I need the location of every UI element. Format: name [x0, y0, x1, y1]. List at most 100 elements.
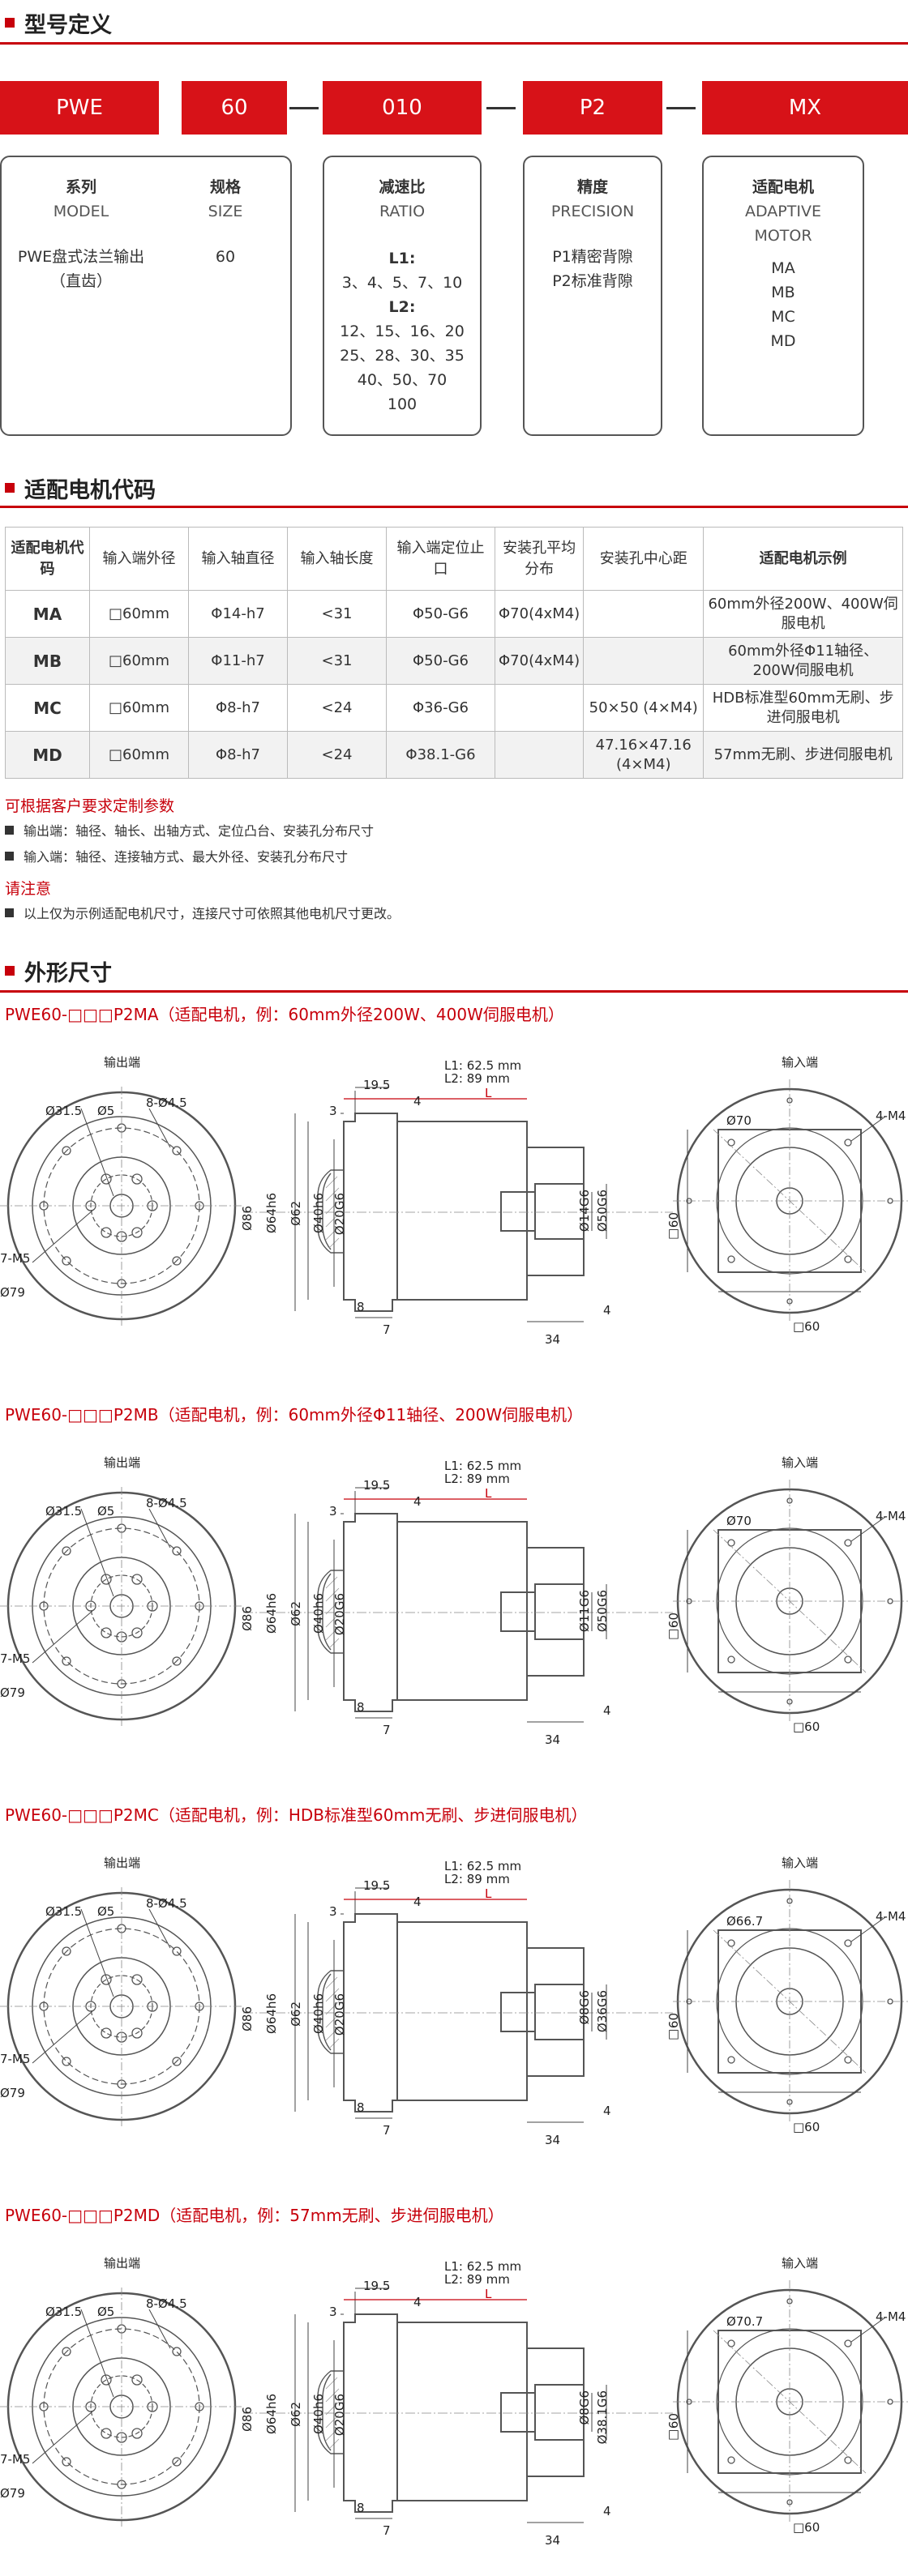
dim-7: 7	[383, 1723, 391, 1737]
dim-L: L	[485, 1886, 492, 1901]
table-cell: Φ38.1-G6	[386, 731, 495, 779]
code-separator	[289, 107, 319, 109]
output-holes	[85, 1974, 158, 2043]
dim-3: 3	[329, 1904, 337, 1919]
housing-outline	[343, 1513, 585, 1712]
input-end-label: 输入端	[782, 1856, 819, 1870]
dim-4m4: 4-M4	[876, 1109, 906, 1123]
box-value: 25、28、30、35	[340, 347, 465, 365]
table-cell: 60mm外径Φ11轴径、200W伺服电机	[703, 637, 903, 685]
section-title: 适配电机代码	[24, 477, 156, 503]
dim-4: 4	[413, 1094, 422, 1109]
output-flange-section	[317, 1169, 344, 1254]
table-row: MA □60mm Φ14-h7 <31 Φ50-G6 Φ70(4xM4) 60m…	[5, 590, 903, 638]
housing-outline	[343, 2313, 585, 2513]
leader-line	[32, 1610, 93, 1664]
box-title-cn: 适配电机	[752, 178, 814, 196]
dim-4: 4	[413, 1895, 422, 1909]
box-title-cn: 系列	[65, 178, 96, 196]
dim-L: L	[485, 2287, 492, 2301]
leader-line	[32, 2010, 93, 2064]
model-box-precision: 精度 PRECISION P1精密背隙 P2标准背隙	[523, 156, 662, 436]
dim-19-5: 19.5	[363, 2279, 391, 2293]
dim-sq60-vertical: □60	[666, 1212, 681, 1243]
table-row: MC □60mm Φ8-h7 <24 Φ36-G6 50×50 (4×M4) H…	[5, 684, 903, 732]
leader-line	[850, 1516, 886, 1542]
dim-l2: L2: 89 mm	[444, 1472, 510, 1486]
dim-20: Ø20G6	[332, 1593, 347, 1636]
leader-line	[80, 1908, 114, 1997]
dim-pilot: Ø50G6	[595, 1190, 610, 1232]
dim-pilot: Ø38.1G6	[595, 2390, 610, 2445]
dim-64: Ø64h6	[264, 1993, 279, 2034]
example-title: PWE60-□□□P2MC（适配电机，例：HDB标准型60mm无刷、步进伺服电机…	[5, 1805, 588, 1825]
side-section-view	[243, 1487, 673, 1723]
dim-31-5: Ø31.5	[45, 1904, 83, 1919]
dim-7: 7	[383, 2523, 391, 2538]
table-cell: □60mm	[89, 637, 189, 685]
dim-62: Ø62	[289, 1201, 303, 1226]
dim-L: L	[485, 1086, 492, 1100]
table-cell: □60mm	[89, 590, 189, 638]
dim-7m5: 7-M5	[0, 1251, 31, 1266]
dim-62: Ø62	[289, 1601, 303, 1626]
model-code-size: 60	[182, 81, 287, 135]
model-code-precision: P2	[523, 81, 662, 135]
dim-64: Ø64h6	[264, 2394, 279, 2434]
table-cell: 47.16×47.16 (4×M4)	[583, 731, 705, 779]
dim-shaft: Ø11G6	[577, 1590, 592, 1633]
dim-8: 8	[357, 2501, 365, 2515]
dim-62: Ø62	[289, 2402, 303, 2427]
note-text: 输出端：轴径、轴长、出轴方式、定位凸台、安装孔分布尺寸	[24, 823, 375, 839]
dim-8x4-5: 8-Ø4.5	[146, 1096, 187, 1110]
leader-line	[148, 1508, 171, 1549]
box-value: 12、15、16、20	[340, 323, 465, 340]
housing-outline	[343, 1913, 585, 2112]
section-marker	[5, 966, 15, 976]
side-section-view	[243, 1887, 673, 2123]
leader-line	[32, 2411, 93, 2464]
dim-40: Ø40h6	[311, 1193, 326, 1233]
dim-l1: L1: 62.5 mm	[444, 1459, 522, 1473]
dim-19-5: 19.5	[363, 1078, 391, 1092]
box-value: 60	[215, 248, 236, 266]
output-end-label: 输出端	[104, 1856, 141, 1870]
dim-79: Ø79	[0, 2486, 25, 2501]
box-value: MD	[770, 332, 796, 350]
dim-19-5: 19.5	[363, 1878, 391, 1893]
box-value: L1:	[388, 250, 416, 267]
dim-34: 34	[545, 2133, 561, 2147]
dim-sq60: □60	[793, 2520, 820, 2535]
table-header: 输入端定位止口	[386, 527, 495, 591]
dim-4: 4	[413, 1494, 422, 1509]
output-end-view	[0, 1087, 243, 1326]
dim-8: 8	[357, 2100, 365, 2115]
section-marker	[5, 483, 15, 493]
table-cell: 50×50 (4×M4)	[583, 684, 705, 732]
dim-4b: 4	[603, 1303, 611, 1318]
dim-pcd: Ø70	[726, 1113, 752, 1128]
table-header: 适配电机代码	[5, 527, 90, 591]
custom-note-title: 可根据客户要求定制参数	[5, 797, 175, 815]
leader-line	[850, 1116, 886, 1142]
dim-4m4: 4-M4	[876, 1909, 906, 1924]
dim-l1: L1: 62.5 mm	[444, 1859, 522, 1873]
dim-64: Ø64h6	[264, 1193, 279, 1233]
custom-note-item: 输出端：轴径、轴长、出轴方式、定位凸台、安装孔分布尺寸	[5, 820, 374, 839]
section-marker	[5, 18, 15, 28]
leader-line	[80, 2309, 114, 2398]
dim-l1: L1: 62.5 mm	[444, 2259, 522, 2274]
dim-40: Ø40h6	[311, 1993, 326, 2034]
dim-3: 3	[329, 1104, 337, 1118]
dim-34: 34	[545, 1332, 561, 1347]
dim-8x4-5: 8-Ø4.5	[146, 1896, 187, 1911]
section-title: 型号定义	[24, 12, 112, 38]
table-cell: Φ50-G6	[386, 637, 495, 685]
dim-8x4-5: 8-Ø4.5	[146, 2296, 187, 2311]
table-header: 安装孔平均分布	[494, 527, 585, 591]
housing-outline	[343, 1113, 585, 1312]
table-cell	[583, 590, 705, 638]
box-value: 40、50、70	[357, 371, 448, 389]
section-divider	[0, 506, 908, 508]
section-header-model: 型号定义	[5, 6, 112, 39]
